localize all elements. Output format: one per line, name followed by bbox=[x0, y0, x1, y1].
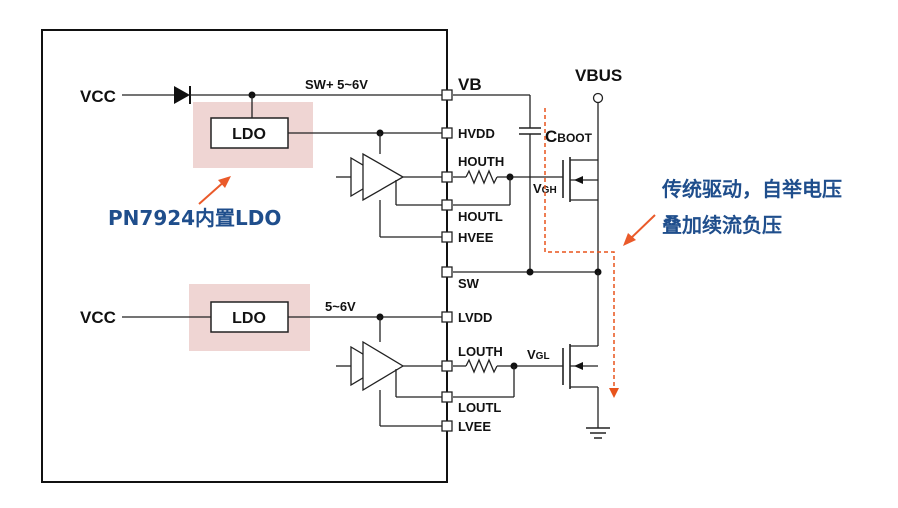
ldo-bottom-box bbox=[210, 301, 289, 333]
builtin-ldo-annotation: PN7924内置LDO bbox=[108, 206, 281, 230]
vgh-label: VGH bbox=[533, 181, 557, 196]
vb-net-label: SW+ 5~6V bbox=[305, 77, 368, 92]
high-side-mosfet bbox=[562, 157, 599, 272]
pin-sw-box bbox=[441, 266, 453, 278]
pin-houth-label: HOUTH bbox=[458, 154, 504, 169]
ic-outline bbox=[41, 29, 448, 483]
pin-houth-box bbox=[441, 171, 453, 183]
vbus-terminal bbox=[592, 92, 604, 104]
pin-vb-label: VB bbox=[458, 75, 482, 94]
arrow-to-path bbox=[623, 214, 656, 246]
vcc-bottom-label: VCC bbox=[80, 308, 116, 327]
pin-hvdd-label: HVDD bbox=[458, 126, 495, 141]
cboot-label: CBOOT bbox=[545, 127, 593, 146]
pin-lvee-box bbox=[441, 420, 453, 432]
pin-hvdd-box bbox=[441, 127, 453, 139]
ldo-bottom-label: LDO bbox=[232, 310, 266, 327]
ldo-top-label: LDO bbox=[232, 126, 266, 143]
pin-lvdd-label: LVDD bbox=[458, 310, 492, 325]
pin-hvee-label: HVEE bbox=[458, 230, 494, 245]
pin-sw-label: SW bbox=[458, 276, 480, 291]
pin-houtl-label: HOUTL bbox=[458, 209, 503, 224]
vbus-label: VBUS bbox=[575, 66, 622, 85]
low-side-mosfet bbox=[562, 340, 599, 428]
pin-hvee-box bbox=[441, 231, 453, 243]
pin-loutl-box bbox=[441, 391, 453, 403]
pin-vb-box bbox=[441, 89, 453, 101]
pin-loutl-label: LOUTL bbox=[458, 400, 501, 415]
diode-symbol bbox=[174, 86, 191, 104]
current-path-dashed bbox=[544, 108, 619, 398]
lvdd-net-label: 5~6V bbox=[325, 299, 356, 314]
drive-annotation-line1: 传统驱动，自举电压 bbox=[661, 177, 842, 201]
vgl-label: VGL bbox=[527, 347, 550, 362]
high-side-buffer bbox=[336, 152, 405, 202]
cboot-capacitor bbox=[519, 127, 541, 135]
arrow-to-ldo bbox=[198, 176, 231, 205]
pin-louth-label: LOUTH bbox=[458, 344, 503, 359]
pin-louth-box bbox=[441, 360, 453, 372]
pin-lvdd-box bbox=[441, 311, 453, 323]
drive-annotation-line2: 叠加续流负压 bbox=[662, 213, 782, 237]
low-side-buffer bbox=[336, 340, 405, 392]
pin-lvee-label: LVEE bbox=[458, 419, 491, 434]
pin-houtl-box bbox=[441, 199, 453, 211]
vcc-top-label: VCC bbox=[80, 87, 116, 106]
ground-icon bbox=[586, 427, 610, 439]
